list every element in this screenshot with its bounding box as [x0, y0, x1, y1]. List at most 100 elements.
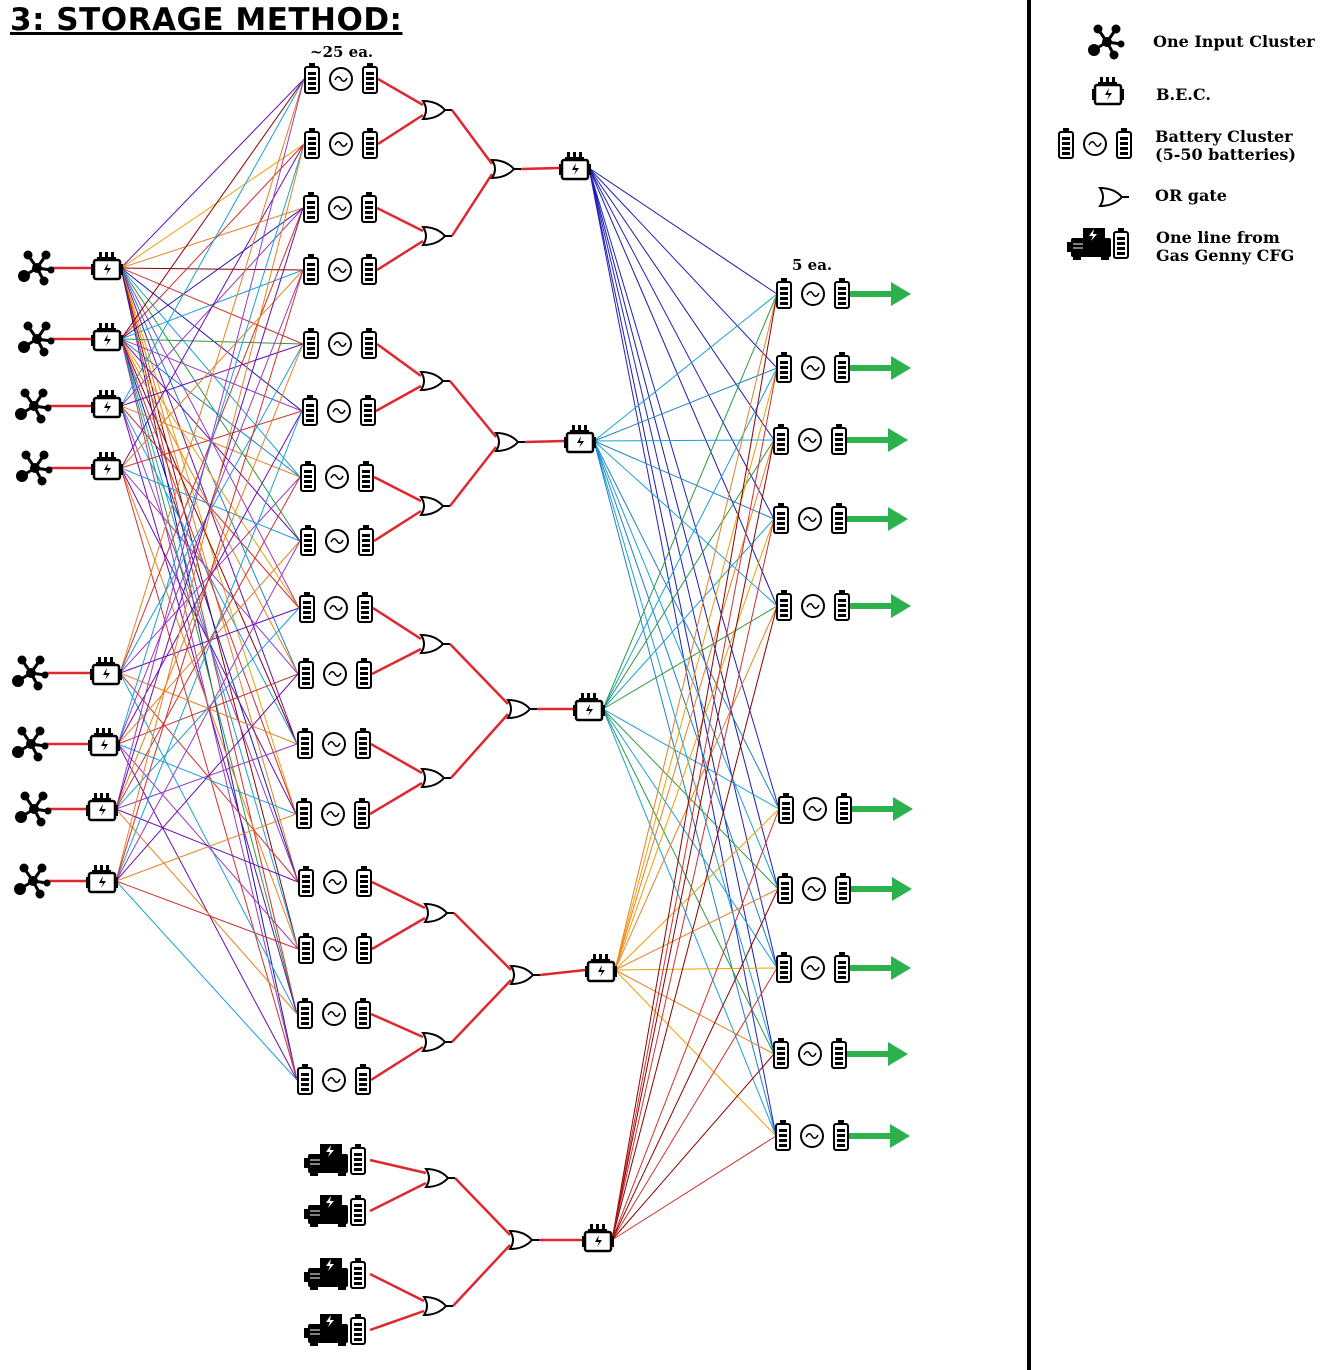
wire-input-to-cluster [120, 467, 298, 1081]
bec-icon [562, 423, 598, 454]
wire-input-to-cluster [117, 743, 297, 815]
wire-input-to-cluster [115, 269, 304, 882]
connection-wires [115, 78, 780, 1241]
output-battery-cluster-icon [776, 1120, 848, 1150]
wire-mid-to-output [588, 167, 778, 607]
wire-mid-to-output [614, 967, 778, 971]
wire-input-to-cluster [115, 808, 298, 1015]
output-arrow [851, 797, 913, 821]
bec-icon [580, 1222, 616, 1253]
wire-input-to-cluster [115, 78, 305, 810]
wire-mid-to-output [588, 167, 777, 1137]
wire-input-to-cluster [120, 269, 304, 340]
bec-icon [88, 655, 124, 686]
output-arrow [848, 1124, 910, 1148]
wire-input-to-cluster [120, 267, 304, 271]
wire-input-to-cluster [115, 813, 297, 882]
wire-mid-to-output [614, 367, 778, 971]
wire-input-to-cluster [120, 338, 304, 345]
wire-mid-to-output [593, 440, 775, 520]
signal-line [450, 713, 509, 779]
or-gate [420, 496, 451, 516]
output-arrow [846, 507, 908, 531]
signal-line [370, 742, 423, 775]
or-gate [423, 1296, 454, 1316]
wire-mid-to-output [614, 518, 775, 971]
output-battery-cluster-icon [779, 793, 851, 823]
wire-mid-to-output [611, 518, 775, 1241]
wire-mid-to-output [614, 969, 775, 1055]
wire-input-to-cluster [115, 673, 299, 882]
legend-input-cluster-icon [1086, 23, 1126, 61]
signal-line [369, 1309, 425, 1332]
wire-input-to-cluster [115, 143, 305, 882]
diagram-nodes [10, 63, 851, 1346]
signal-line [520, 166, 560, 171]
input-cluster-icon [13, 790, 53, 828]
or-gate [421, 768, 452, 788]
wire-mid-to-output [588, 167, 775, 1055]
wire-mid-to-output [614, 439, 775, 971]
input-cluster-icon [14, 449, 54, 487]
or-gate [507, 699, 538, 719]
battery-cluster-icon [301, 461, 373, 491]
battery-cluster-icon [301, 525, 373, 555]
wire-mid-to-output [611, 293, 778, 1241]
or-gate [422, 1032, 453, 1052]
battery-cluster-icon [297, 798, 369, 828]
signal-line [376, 206, 424, 233]
wire-mid-to-output [611, 367, 778, 1241]
signal-line [371, 647, 422, 676]
wire-mid-to-output [614, 888, 779, 971]
output-battery-cluster-icon [777, 352, 849, 382]
wire-mid-to-output [602, 708, 775, 1055]
wire-mid-to-output [588, 167, 775, 520]
bec-icon [571, 691, 607, 722]
output-battery-cluster-icon [774, 503, 846, 533]
wire-input-to-cluster [119, 78, 305, 674]
wire-mid-to-output [611, 605, 778, 1241]
wire-mid-to-output [602, 518, 775, 710]
battery-cluster-icon [304, 254, 376, 284]
output-battery-cluster-icon [777, 952, 849, 982]
wire-mid-to-output [593, 293, 778, 442]
wire-input-to-cluster [119, 672, 299, 883]
or-gate [422, 226, 453, 246]
wire-input-to-cluster [120, 267, 301, 478]
signal-line [369, 1272, 425, 1303]
battery-cluster-icon [303, 395, 375, 425]
gas-generator-icon [304, 1314, 365, 1346]
wire-input-to-cluster [120, 267, 301, 542]
signal-line [454, 1177, 511, 1236]
or-gate [420, 634, 451, 654]
wire-input-to-cluster [120, 78, 305, 407]
signal-line [377, 77, 424, 107]
battery-cluster-icon [304, 192, 376, 222]
wire-input-to-cluster [115, 607, 300, 810]
wire-input-to-cluster [120, 143, 305, 269]
signal-line [371, 880, 426, 910]
signal-line [451, 979, 512, 1043]
signal-line [369, 781, 423, 816]
output-arrow [850, 877, 912, 901]
wire-mid-to-output [602, 367, 778, 710]
input-cluster-icon [16, 320, 56, 358]
wire-mid-to-output [602, 708, 778, 969]
battery-cluster-icon [305, 63, 377, 93]
wire-mid-to-output [593, 440, 778, 969]
legend-label-or-gate: OR gate [1155, 186, 1227, 205]
or-gate [424, 903, 455, 923]
wire-mid-to-output [593, 440, 777, 1137]
bec-icon [583, 952, 619, 983]
wire-input-to-cluster [115, 880, 298, 1081]
page-title: 3: STORAGE METHOD: [10, 2, 403, 38]
signal-line [372, 606, 422, 641]
wire-mid-to-output [588, 167, 779, 890]
gas-generator-icon [304, 1144, 365, 1176]
legend-gas-generator-icon [1067, 228, 1128, 260]
output-arrow [849, 594, 911, 618]
input-cluster-icon [12, 862, 52, 900]
output-battery-cluster-icon [777, 590, 849, 620]
output-battery-cluster-icon [777, 278, 849, 308]
